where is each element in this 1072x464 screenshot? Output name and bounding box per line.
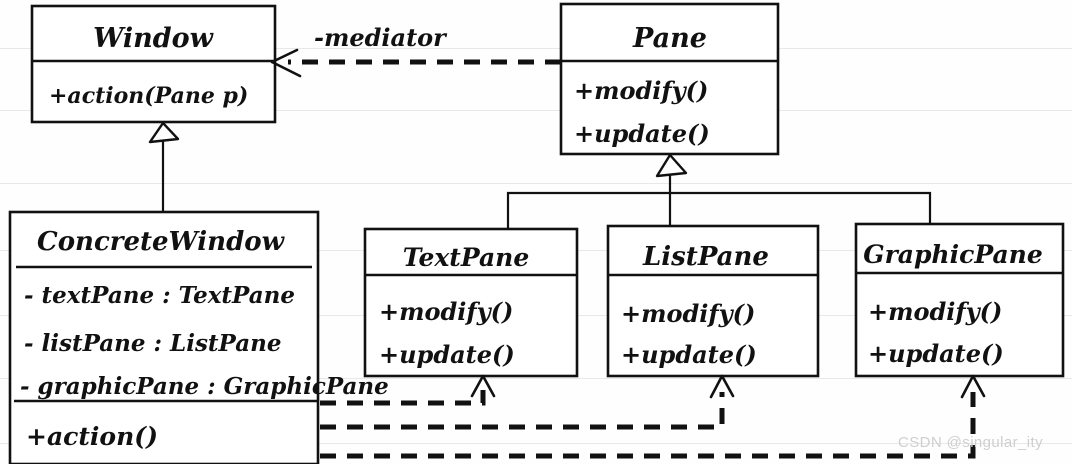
class-box-concrete-window[interactable]: ConcreteWindow - textPane : TextPane - l… — [8, 210, 389, 464]
concretewindow-uses-listpane-arrowhead — [709, 374, 735, 399]
relationship-concretewindow-uses-graphicpane[interactable] — [320, 374, 986, 459]
paper-rule-line — [0, 183, 1072, 184]
relationship-concretewindow-uses-listpane[interactable] — [320, 374, 735, 430]
pane-generalization-arrowhead — [655, 153, 688, 178]
class-box-text-pane[interactable]: TextPane +modify() +update() — [363, 227, 579, 378]
class-operation-concrete-window-action: +action() — [26, 422, 158, 451]
class-operation-list-pane-update: +update() — [621, 340, 757, 369]
class-box-graphic-pane-outline — [854, 222, 1065, 378]
class-name-pane: Pane — [632, 23, 707, 54]
class-box-graphic-pane[interactable]: GraphicPane +modify() +update() — [854, 222, 1065, 378]
window-generalization-arrowhead — [148, 121, 180, 144]
class-attribute-concrete-window-listpane: - listPane : ListPane — [24, 330, 281, 357]
class-operation-graphic-pane-modify: +modify() — [868, 297, 1002, 326]
concretewindow-uses-textpane-line — [320, 390, 486, 406]
pane-generalization-bus — [506, 191, 932, 229]
class-operation-text-pane-update: +update() — [379, 340, 515, 369]
class-box-pane-outline — [559, 2, 780, 156]
class-attribute-concrete-window-textpane: - textPane : TextPane — [24, 282, 295, 309]
relationship-window-generalization[interactable] — [148, 121, 180, 212]
relationship-pane-generalization-tree[interactable] — [506, 153, 932, 229]
paper-rule-line — [0, 443, 1072, 444]
class-name-window: Window — [93, 23, 215, 54]
class-box-pane[interactable]: Pane +modify() +update() — [559, 2, 780, 156]
concretewindow-uses-textpane-arrowhead — [470, 374, 496, 398]
class-name-text-pane: TextPane — [403, 243, 530, 272]
paper-rule-line — [0, 110, 1072, 111]
concretewindow-uses-graphicpane-line — [320, 392, 976, 459]
relationship-mediator-association[interactable]: -mediator — [270, 23, 561, 78]
class-operation-window-action: +action(Pane p) — [49, 83, 248, 109]
class-operation-graphic-pane-update: +update() — [868, 339, 1004, 368]
concretewindow-uses-graphicpane-arrowhead — [960, 374, 986, 399]
class-box-window[interactable]: Window +action(Pane p) — [30, 4, 277, 124]
class-box-window-outline — [30, 4, 277, 124]
class-box-text-pane-outline — [363, 227, 579, 378]
class-operation-pane-update: +update() — [574, 119, 710, 148]
mediator-association-arrowhead — [270, 48, 302, 78]
class-operation-list-pane-modify: +modify() — [621, 299, 755, 328]
class-name-concrete-window: ConcreteWindow — [37, 227, 286, 257]
paper-rule-line — [0, 378, 1072, 379]
class-attribute-concrete-window-graphicpane: - graphicPane : GraphicPane — [20, 373, 389, 400]
class-box-concrete-window-outline — [8, 210, 320, 464]
class-box-list-pane-outline — [606, 224, 820, 378]
class-operation-pane-modify: +modify() — [574, 76, 708, 105]
mediator-association-label: -mediator — [314, 23, 448, 52]
class-operation-text-pane-modify: +modify() — [379, 297, 513, 326]
class-box-list-pane[interactable]: ListPane +modify() +update() — [606, 224, 820, 378]
class-name-graphic-pane: GraphicPane — [863, 240, 1043, 269]
relationship-concretewindow-uses-textpane[interactable] — [320, 374, 496, 406]
csdn-watermark: CSDN @singular_ity — [898, 434, 1043, 451]
class-name-list-pane: ListPane — [642, 242, 769, 272]
paper-rule-line — [0, 48, 1072, 49]
